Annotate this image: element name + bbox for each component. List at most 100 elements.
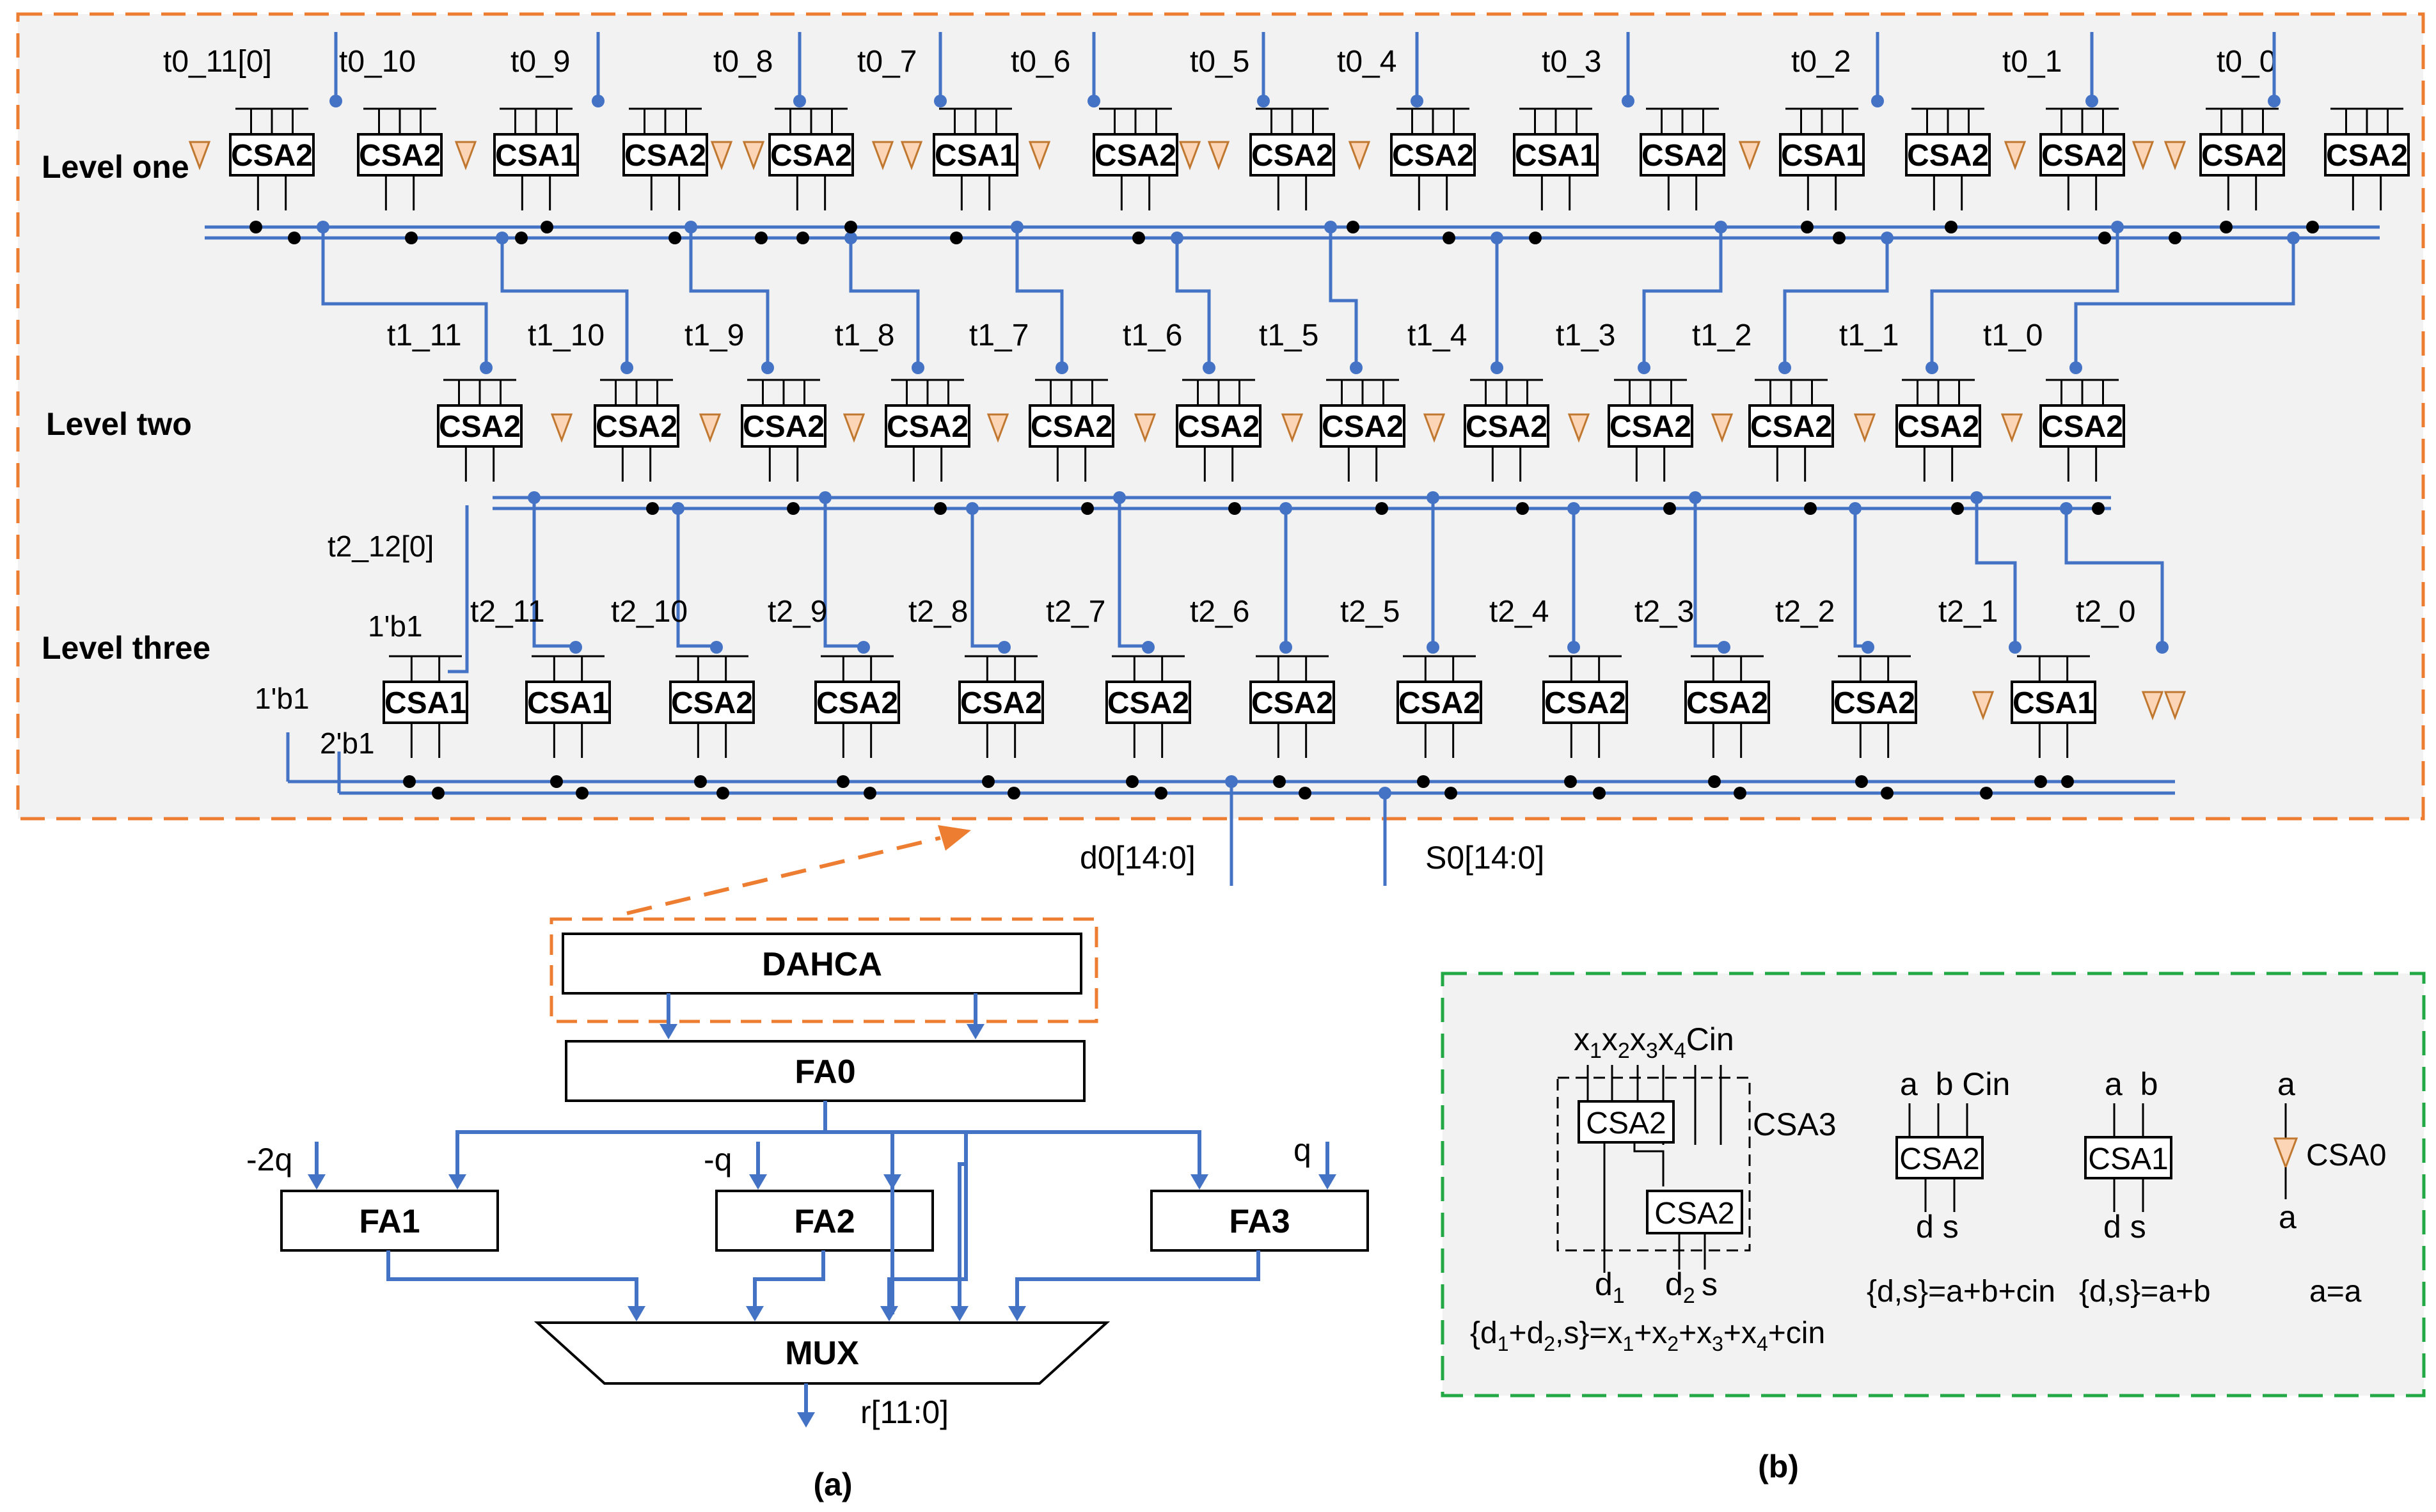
level1-block-14: CSA2 [2199, 107, 2285, 210]
level1-input-wires [334, 32, 2276, 102]
two-bit-one-label: 2'b1 [320, 727, 375, 760]
level3-input-1: t2_10 [611, 595, 688, 629]
level3-block-6-box [1249, 681, 1335, 724]
buffer-2 [710, 141, 733, 171]
csa1-legend-inputs: a b [2105, 1066, 2158, 1102]
level-three-label: Level three [42, 630, 210, 666]
blue-dot-26 [912, 361, 924, 374]
buffer-7 [1178, 141, 1201, 171]
blue-dot-59 [1225, 775, 1238, 788]
level3-block-9-label: CSA2 [1686, 686, 1768, 720]
level3-block-1-label: CSA1 [527, 686, 609, 720]
flow-arrowhead-13 [797, 1412, 815, 1428]
black-dot-24 [1081, 502, 1094, 515]
level2-block-1: CSA2 [594, 379, 679, 482]
blue-dot-16 [1171, 232, 1183, 244]
csa1-legend-outputs: d s [2103, 1209, 2146, 1245]
buffer-9 [1348, 141, 1371, 171]
level-one-label: Level one [42, 149, 189, 185]
black-dot-0 [249, 221, 262, 233]
level3-block-6: CSA2 [1249, 655, 1335, 758]
buffer-13 [2163, 141, 2187, 171]
buffer-5 [900, 141, 923, 171]
level1-input-9: t0_2 [1791, 45, 1851, 79]
level1-block-7-box [1249, 133, 1335, 177]
level3-block-10-box [1831, 681, 1917, 724]
level3-block-0: CSA1 [383, 655, 468, 758]
level1-block-6-box [1093, 133, 1178, 177]
level2-block-5-box [1176, 404, 1262, 448]
level3-block-8: CSA2 [1542, 655, 1628, 758]
blue-dot-46 [2060, 502, 2073, 515]
csa1-legend-block [2084, 1136, 2172, 1179]
t2-12-label: t2_12[0] [328, 530, 434, 563]
level3-input-4: t2_7 [1046, 595, 1105, 629]
black-dot-56 [2061, 775, 2074, 788]
level1-block-15-box [2324, 133, 2410, 177]
level1-block-5-label: CSA1 [935, 139, 1016, 173]
buffer-10 [1738, 141, 1761, 171]
black-dot-43 [1155, 787, 1167, 799]
black-dot-53 [1881, 787, 1894, 799]
dahca-label: DAHCA [762, 946, 882, 983]
black-dot-39 [864, 787, 876, 799]
black-dot-55 [2034, 775, 2047, 788]
level3-block-11-label: CSA1 [2013, 686, 2094, 720]
level3-input-11: t2_0 [2076, 595, 2135, 629]
level1-block-0: CSA2 [229, 107, 315, 210]
csa1-legend-label: CSA1 [2088, 1142, 2168, 1176]
blue-dot-22 [2287, 232, 2300, 244]
level3-input-7: t2_4 [1489, 595, 1549, 629]
level3-block-9: CSA2 [1684, 655, 1770, 758]
buffer-3 [742, 141, 765, 171]
blue-dot-2 [793, 95, 806, 107]
blue-dot-1 [592, 95, 605, 107]
blue-dot-3 [934, 95, 947, 107]
blue-dot-5 [1257, 95, 1270, 107]
level3-block-5: CSA2 [1105, 655, 1191, 758]
level3-block-3-label: CSA2 [816, 686, 898, 720]
level3-block-10-label: CSA2 [1833, 686, 1915, 720]
level3-block-5-box [1105, 681, 1191, 724]
blue-dot-7 [1622, 95, 1634, 107]
black-dot-44 [1273, 775, 1286, 788]
flow-arrowhead-6 [749, 1174, 767, 1190]
level1-block-11-box [1779, 133, 1865, 177]
level1-block-5-box [933, 133, 1018, 177]
fa0-block [565, 1040, 1086, 1102]
level3-input-3: t2_8 [908, 595, 968, 629]
buffer-27 [2163, 691, 2187, 721]
level2-block-11: CSA2 [2039, 379, 2125, 482]
level3-block-4: CSA2 [958, 655, 1044, 758]
level3-block-10: CSA2 [1831, 655, 1917, 758]
black-dot-20 [2306, 221, 2319, 233]
blue-dot-39 [1113, 491, 1126, 504]
flow-arrowhead-10 [880, 1306, 898, 1321]
black-dot-9 [950, 232, 963, 244]
buffer-22 [1711, 413, 1734, 443]
fa1-block [280, 1190, 499, 1252]
level-two-label: Level two [46, 406, 192, 442]
level1-block-12-box [1905, 133, 1991, 177]
caption-b: (b) [1758, 1449, 1799, 1484]
blue-dot-44 [1849, 502, 1862, 515]
level2-block-4-label: CSA2 [1031, 410, 1112, 444]
level2-block-11-box [2039, 404, 2125, 448]
minus-q-label: -q [704, 1142, 732, 1177]
q-label: q [1293, 1132, 1311, 1168]
buffer-15 [699, 413, 722, 443]
blue-dot-36 [672, 502, 684, 515]
level2-block-9: CSA2 [1748, 379, 1834, 482]
level1-block-14-box [2199, 133, 2285, 177]
level1-input-0: t0_11[0] [163, 45, 272, 79]
csa3-inner-csa2-b [1646, 1190, 1743, 1234]
black-dot-5 [668, 232, 681, 244]
level3-block-0-label: CSA1 [384, 686, 466, 720]
csa3-input-labels: x1x2x3x4Cin [1574, 1021, 1734, 1063]
level3-block-2: CSA2 [669, 655, 755, 758]
level2-block-3-box [885, 404, 970, 448]
level1-block-13: CSA2 [2039, 107, 2125, 210]
flow-arrowhead-3 [883, 1174, 901, 1190]
black-dot-34 [550, 775, 563, 788]
